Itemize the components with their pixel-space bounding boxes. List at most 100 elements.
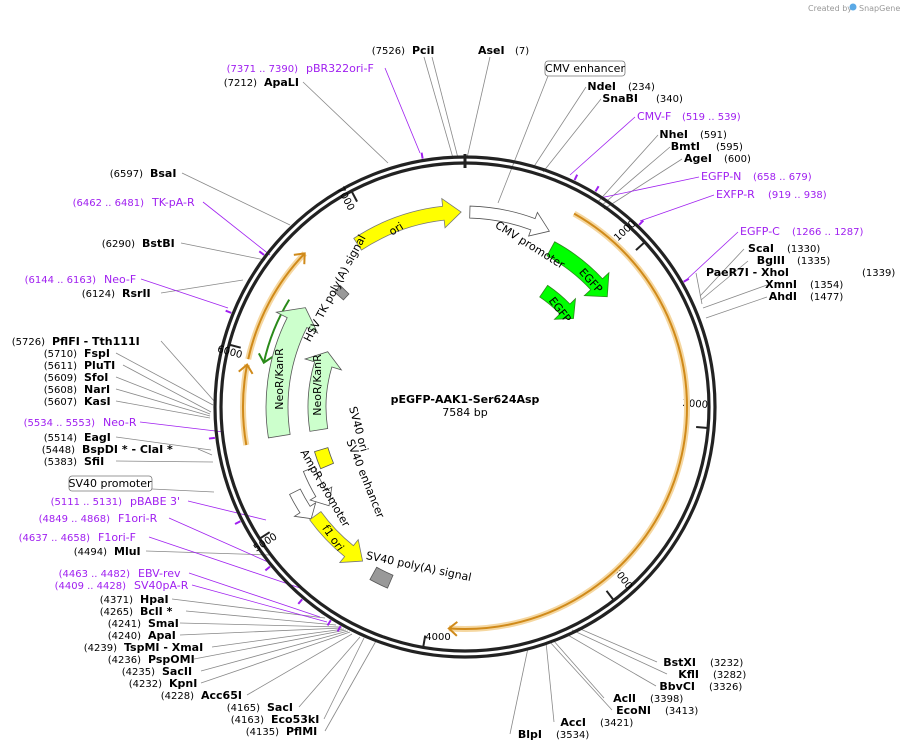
orf-arc-main	[448, 212, 688, 630]
site-name-left: PflFI - Tth111I	[52, 335, 140, 348]
leader-line	[115, 436, 212, 451]
primer-mark	[258, 250, 265, 256]
leader-line	[185, 610, 337, 626]
site-name-left: PflMI	[286, 725, 317, 738]
leader-line	[532, 86, 587, 169]
leader-lines	[115, 56, 768, 735]
site-name-left: HpaI	[140, 593, 169, 606]
site-pos-right: (1354)	[810, 280, 843, 291]
leader-line	[552, 639, 605, 699]
primer-mark	[297, 598, 303, 605]
primer-name-left: pBABE 3'	[130, 495, 180, 508]
leader-line	[542, 98, 602, 173]
boxed-label-cmv-enhancer	[544, 60, 626, 77]
site-name-bottom-right: KflI	[678, 668, 699, 681]
leader-line	[497, 75, 549, 204]
leader-line	[148, 536, 304, 590]
primer-pos-left: (4409 .. 4428)	[55, 581, 127, 592]
feature-f1-ori	[309, 511, 364, 564]
boxed-label-sv40-promoter	[68, 475, 153, 492]
site-name-right: PaeR7I - XhoI	[706, 266, 789, 279]
site-name-left: PluTI	[84, 359, 115, 372]
site-name-left: SfiI	[84, 455, 104, 468]
primer-pos-left: (6144 .. 6163)	[25, 275, 97, 286]
site-name-bottom-right: AccI	[560, 716, 586, 729]
site-pos-right: (1339)	[862, 268, 895, 279]
site-pos-left: (6124)	[82, 289, 115, 300]
site-name-right: SnaBI	[602, 92, 638, 105]
site-name-left: RsrII	[122, 287, 151, 300]
tick-mark	[422, 635, 427, 648]
site-pos-bottom-right: (3282)	[713, 670, 746, 681]
orf-arc-left-lower-head	[238, 363, 254, 375]
site-name-left: Eco53kI	[271, 713, 319, 726]
site-pos-left: (4494)	[74, 547, 107, 558]
primer-name-left: pBR322ori-F	[306, 62, 374, 75]
site-pos-right: (340)	[656, 94, 683, 105]
feature-sv40-polya	[369, 566, 394, 589]
primer-mark	[638, 219, 645, 226]
feature-ampr-promoter	[289, 488, 317, 520]
site-pos-bottom-right: (3421)	[600, 718, 633, 729]
leader-line	[509, 647, 529, 735]
site-name-left: MluI	[114, 545, 141, 558]
feature-egfp-2	[539, 284, 576, 320]
feature-neor-kanr-inner	[303, 351, 343, 432]
primer-name-left: Neo-R	[103, 416, 137, 429]
primer-name-left: Neo-F	[104, 273, 136, 286]
leader-line	[683, 231, 739, 283]
primer-name-right: EGFP-N	[701, 170, 741, 183]
site-pos-asei: (7)	[515, 46, 529, 57]
tick-mark	[350, 190, 358, 203]
site-pos-right: (595)	[716, 142, 743, 153]
primer-mark	[683, 277, 690, 283]
leader-line	[302, 81, 389, 164]
primer-pos-left: (4849 .. 4868)	[39, 514, 111, 525]
site-pos-left: (5726)	[12, 337, 45, 348]
leader-line	[545, 641, 555, 723]
leader-line	[197, 448, 213, 456]
orf-arc-green-head	[257, 352, 273, 365]
boxed-label-cmv-enhancer-text: CMV enhancer	[545, 62, 625, 75]
site-name-left: SmaI	[148, 617, 179, 630]
leader-line	[571, 629, 668, 675]
site-name-right: BmtI	[671, 140, 700, 153]
primer-pos-right: (658 .. 679)	[753, 172, 812, 183]
feature-sv40-enhancer	[302, 466, 333, 507]
site-name-bottom-right: EcoNI	[616, 704, 651, 717]
site-name-pcii: PciI	[412, 44, 434, 57]
leader-line	[577, 627, 658, 663]
site-pos-left: (5448)	[42, 445, 75, 456]
orf-arc-main-head	[447, 621, 458, 637]
site-pos-right: (234)	[628, 82, 655, 93]
site-name-left: ApaI	[148, 629, 176, 642]
leader-line	[181, 172, 291, 226]
site-name-bottom-right: AclI	[613, 692, 636, 705]
primer-name-left: F1ori-F	[98, 531, 136, 544]
site-name-bottom-right: BstXI	[663, 656, 696, 669]
site-pos-left: (5383)	[44, 457, 77, 468]
site-name-left: KpnI	[169, 677, 197, 690]
site-name-bottom-right: BlpI	[518, 728, 542, 741]
site-pos-left: (5611)	[44, 361, 77, 372]
feature-hsv-tk-polya	[333, 285, 350, 301]
feature-neor-kanr-outer	[265, 307, 319, 439]
leader-line	[139, 421, 225, 433]
leader-line	[188, 572, 321, 618]
site-name-left: SfoI	[84, 371, 108, 384]
leader-line	[202, 201, 271, 256]
feature-label-neor-kanr-outer: NeoR/KanR	[273, 348, 286, 410]
site-name-left: BstBI	[142, 237, 175, 250]
site-name-left: FspI	[84, 347, 110, 360]
tick-mark	[228, 343, 241, 349]
site-pos-left: (4239)	[84, 643, 117, 654]
site-pos-left: (4371)	[100, 595, 133, 606]
site-name-left: Acc65I	[201, 689, 242, 702]
leader-line	[179, 627, 343, 636]
leader-line	[115, 376, 211, 415]
leader-line	[702, 284, 768, 309]
orf-arc-left-upper-head	[293, 252, 306, 265]
primer-name-left: TK-pA-R	[151, 196, 195, 209]
primer-mark	[420, 152, 424, 159]
primer-name-right: CMV-F	[637, 110, 671, 123]
